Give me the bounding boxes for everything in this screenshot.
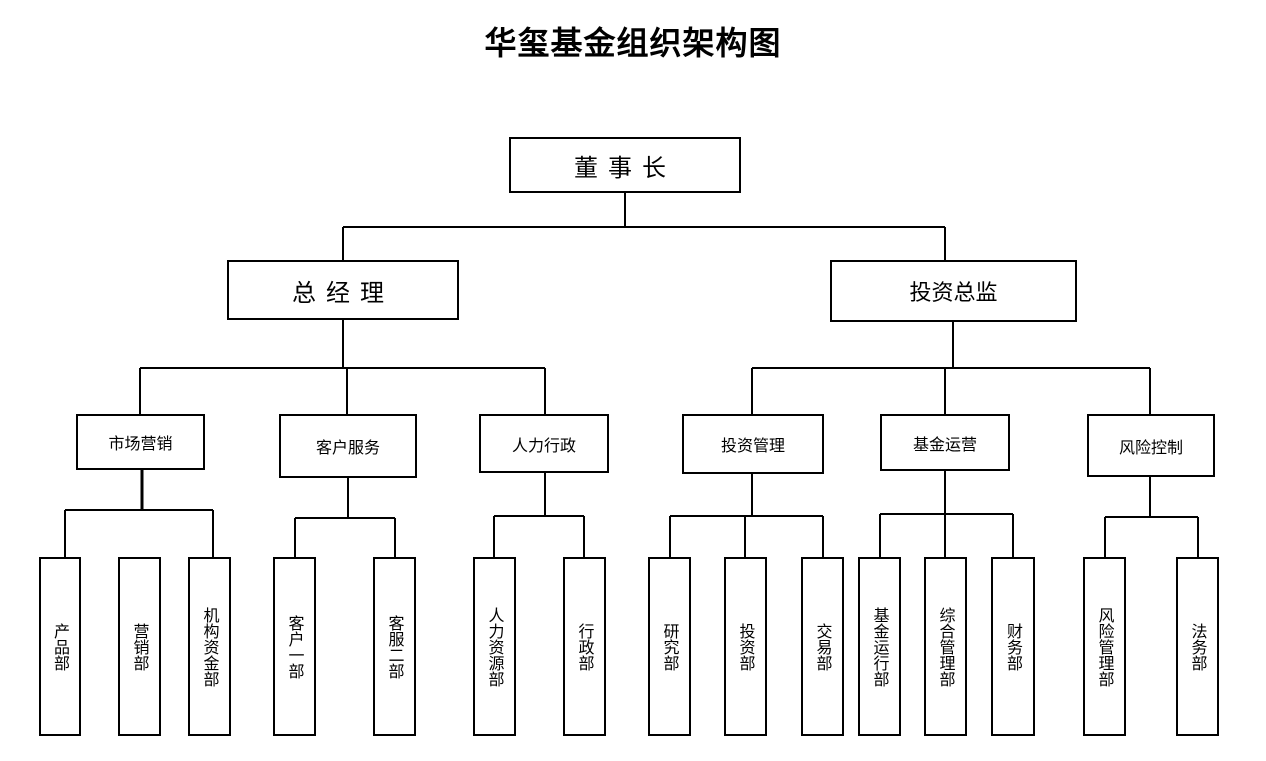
node-customer-service: 客户服务 xyxy=(279,414,417,478)
node-human-resources-dept: 人力资源部 xyxy=(473,557,516,736)
node-risk-management-dept: 风险管理部 xyxy=(1083,557,1126,736)
node-customer-service-dept-2: 客服二部 xyxy=(373,557,416,736)
node-trading-dept: 交易部 xyxy=(801,557,844,736)
node-investment-director: 投资总监 xyxy=(830,260,1077,322)
node-fund-operations: 基金运营 xyxy=(880,414,1010,471)
node-risk-control: 风险控制 xyxy=(1087,414,1215,477)
node-investment-management: 投资管理 xyxy=(682,414,824,474)
node-hr-admin: 人力行政 xyxy=(479,414,609,473)
node-institutional-fund-dept: 机构资金部 xyxy=(188,557,231,736)
node-administration-dept: 行政部 xyxy=(563,557,606,736)
node-research-dept: 研究部 xyxy=(648,557,691,736)
node-marketing: 市场营销 xyxy=(76,414,205,470)
node-general-management-dept: 综合管理部 xyxy=(924,557,967,736)
page-title: 华玺基金组织架构图 xyxy=(484,24,782,62)
node-sales-dept: 营销部 xyxy=(118,557,161,736)
node-chairman: 董事长 xyxy=(509,137,741,193)
node-general-manager: 总经理 xyxy=(227,260,459,320)
node-legal-dept: 法务部 xyxy=(1176,557,1219,736)
node-investment-dept: 投资部 xyxy=(724,557,767,736)
node-finance-dept: 财务部 xyxy=(991,557,1035,736)
node-customer-dept-1: 客户一部 xyxy=(273,557,316,736)
node-fund-operation-dept: 基金运行部 xyxy=(858,557,901,736)
node-product-dept: 产品部 xyxy=(39,557,81,736)
